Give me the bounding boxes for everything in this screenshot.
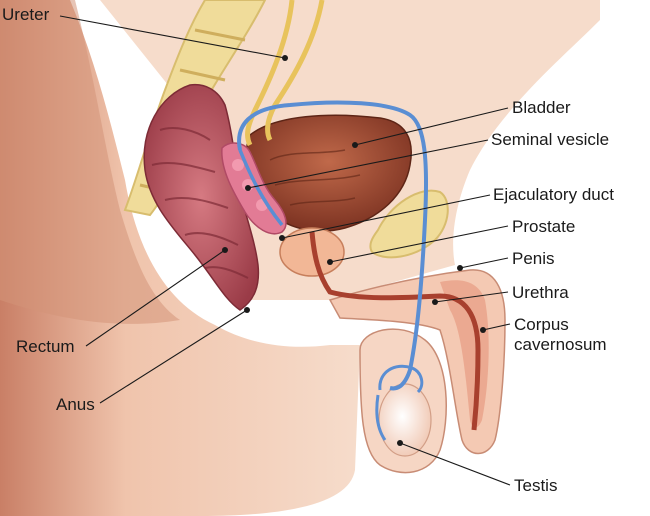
label-anus: Anus [56, 395, 95, 414]
leader-lines [59, 15, 511, 486]
leader-penis [459, 257, 509, 269]
ureter-left [245, 0, 295, 147]
leader-dot-prostate [327, 259, 333, 265]
leader-dot-ejaculatory-duct [279, 235, 285, 241]
label-corpus-cavernosum-line1: Corpus [514, 315, 569, 334]
leader-ejaculatory-duct [281, 194, 491, 239]
label-corpus-cavernosum-line2: cavernosum [514, 335, 607, 354]
leader-urethra [434, 291, 509, 303]
rectum-organ [143, 83, 260, 311]
leader-corpus-cavernosum [482, 323, 511, 331]
leader-seminal-vesicle [247, 139, 489, 189]
leader-dot-urethra [432, 299, 438, 305]
leader-testis [399, 442, 511, 486]
label-urethra: Urethra [512, 283, 569, 302]
leader-ureter [59, 15, 286, 59]
leader-dot-ureter [282, 55, 288, 61]
leader-rectum [85, 249, 226, 347]
leader-dot-bladder [352, 142, 358, 148]
vas-deferens [237, 100, 429, 391]
bladder-rugae [269, 149, 361, 206]
label-bladder: Bladder [512, 98, 571, 117]
label-penis: Penis [512, 249, 555, 268]
leader-dot-rectum [222, 247, 228, 253]
label-ejaculatory-duct: Ejaculatory duct [493, 185, 614, 204]
label-ureter: Ureter [2, 5, 50, 24]
buttock-shadow [0, 0, 180, 324]
leader-bladder [354, 107, 509, 146]
vas-deferens-duct [238, 149, 284, 227]
leader-dot-penis [457, 265, 463, 271]
label-rectum: Rectum [16, 337, 75, 356]
label-prostate: Prostate [512, 217, 575, 236]
label-seminal-vesicle: Seminal vesicle [491, 130, 609, 149]
seminal-vesicle-lobule [232, 159, 244, 171]
urethra-channel [309, 231, 481, 431]
ureter-right [265, 0, 325, 142]
leader-anus [99, 309, 248, 404]
rectum-folds [151, 127, 249, 279]
label-testis: Testis [514, 476, 557, 495]
leader-dot-corpus-cavernosum [480, 327, 486, 333]
leader-dot-anus [244, 307, 250, 313]
labels: Ureter Bladder Seminal vesicle Ejaculato… [2, 5, 614, 495]
leader-dot-testis [397, 440, 403, 446]
leader-prostate [329, 225, 509, 263]
leader-dot-seminal-vesicle [245, 185, 251, 191]
